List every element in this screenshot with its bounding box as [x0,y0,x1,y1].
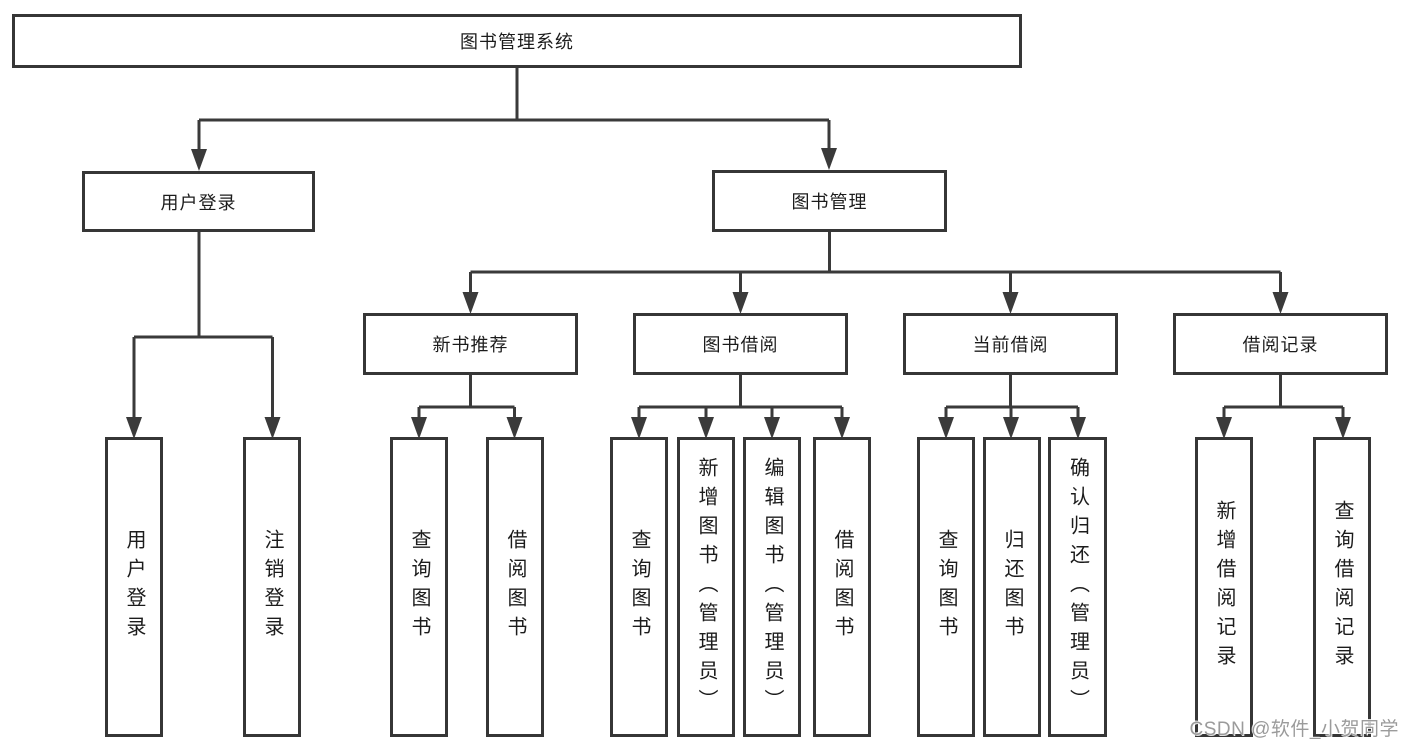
leaf-label: 借阅图书 [831,529,853,645]
node-book-borrow: 图书借阅 [633,313,848,375]
node-new-book-recommend: 新书推荐 [363,313,578,375]
leaf-borrow-books: 借阅图书 [813,437,871,737]
leaf-label: 确认归还（管理员） [1066,456,1089,718]
leaf-borrow-books-recommend: 借阅图书 [486,437,544,737]
leaf-label: 借阅图书 [504,529,526,645]
csdn-watermark: CSDN @软件_小贺同学 [1189,719,1399,740]
leaf-confirm-return-admin: 确认归还（管理员） [1048,437,1107,737]
leaf-label: 查询图书 [935,529,957,645]
leaf-label: 查询借阅记录 [1331,500,1353,674]
leaf-label: 注销登录 [261,529,283,645]
leaf-label: 新增借阅记录 [1213,500,1235,674]
node-book-management: 图书管理 [712,170,947,232]
leaf-label: 查询图书 [628,529,650,645]
leaf-label: 用户登录 [123,529,145,645]
leaf-edit-books-admin: 编辑图书（管理员） [743,437,801,737]
node-label: 图书借阅 [702,335,779,355]
node-label: 用户登录 [160,192,237,213]
node-label: 新书推荐 [432,335,509,355]
leaf-query-books-recommend: 查询图书 [390,437,448,737]
node-current-borrow: 当前借阅 [903,313,1118,375]
root-node: 图书管理系统 [12,14,1022,68]
node-label: 图书管理 [791,192,868,212]
leaf-add-books-admin: 新增图书（管理员） [677,437,735,737]
leaf-user-login: 用户登录 [105,437,163,737]
leaf-label: 新增图书（管理员） [695,456,717,718]
root-node-label: 图书管理系统 [460,32,574,52]
leaf-label: 编辑图书（管理员） [761,456,783,718]
node-label: 当前借阅 [972,335,1049,355]
leaf-logout: 注销登录 [243,437,301,737]
leaf-return-books: 归还图书 [983,437,1041,737]
leaf-query-borrow-record: 查询借阅记录 [1313,437,1371,737]
node-borrow-records: 借阅记录 [1173,313,1388,375]
leaf-label: 查询图书 [408,529,430,645]
leaf-add-borrow-record: 新增借阅记录 [1195,437,1253,737]
node-label: 借阅记录 [1242,335,1319,355]
leaf-query-books-borrow: 查询图书 [610,437,668,737]
node-user-login-group: 用户登录 [82,171,315,232]
leaf-query-books-current: 查询图书 [917,437,975,737]
leaf-label: 归还图书 [1001,529,1023,645]
